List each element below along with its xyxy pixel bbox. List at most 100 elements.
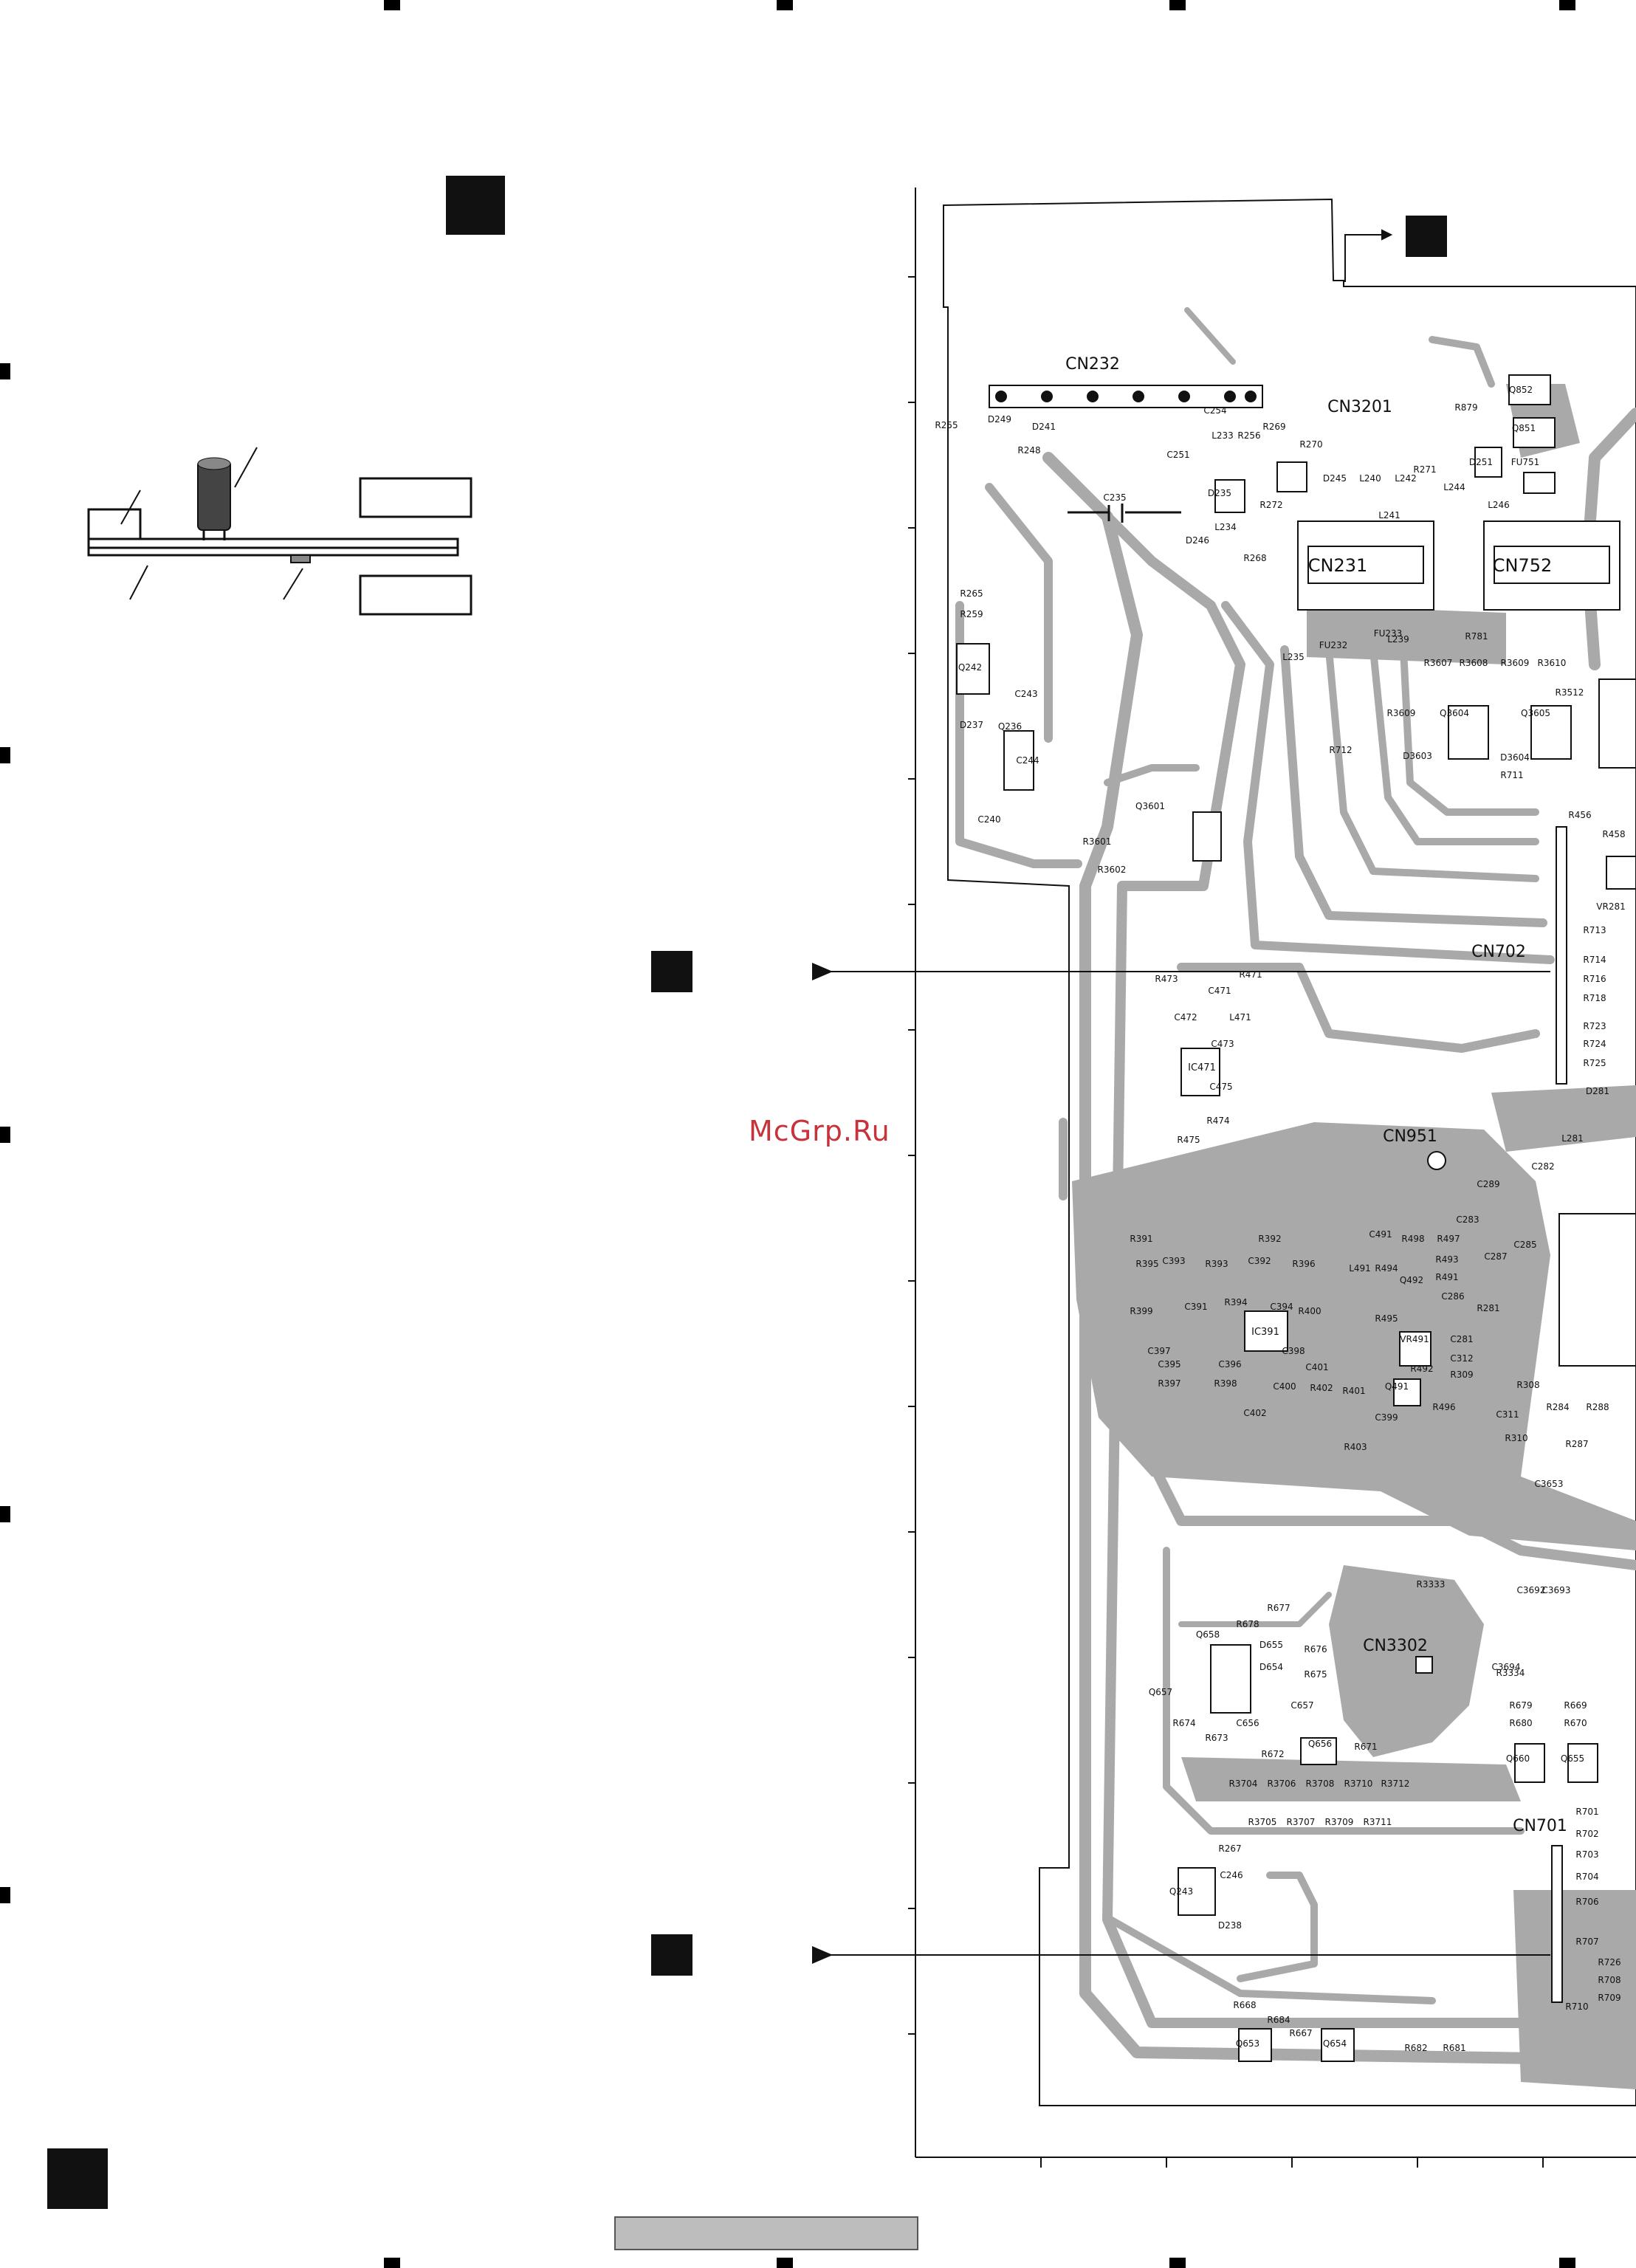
component-label: R272 (1259, 500, 1282, 510)
component-label: R702 (1575, 1829, 1598, 1839)
component-label: R403 (1344, 1442, 1367, 1452)
component-label: Q657 (1149, 1687, 1172, 1697)
component-label: C399 (1375, 1412, 1398, 1423)
component-label: C391 (1184, 1302, 1207, 1312)
watermark-text: McGrp.Ru (749, 1115, 890, 1147)
component-label: D655 (1259, 1640, 1283, 1650)
component-label: D238 (1218, 1920, 1242, 1931)
component-label: R494 (1375, 1263, 1398, 1274)
copper-planes (1072, 384, 1636, 2089)
component-label: C471 (1208, 986, 1231, 996)
component-label: Q654 (1323, 2038, 1347, 2049)
component-label: C286 (1441, 1291, 1464, 1302)
component-label: C251 (1166, 450, 1189, 460)
component-label: CN702 (1471, 943, 1526, 961)
component-label: R498 (1401, 1234, 1424, 1244)
component-label: C287 (1484, 1251, 1507, 1262)
component-label: CN231 (1308, 555, 1368, 576)
board-frame (915, 188, 1636, 2158)
component-label: R255 (935, 420, 958, 430)
component-label: R3706 (1268, 1779, 1296, 1789)
component-label: R724 (1583, 1039, 1606, 1049)
component-label: R667 (1289, 2028, 1312, 2038)
component-label: R672 (1261, 1749, 1284, 1759)
component-label: R497 (1437, 1234, 1460, 1244)
component-label: C3692 (1517, 1585, 1546, 1595)
index-block-low-left (651, 1934, 692, 1976)
component-label: IC391 (1251, 1327, 1279, 1338)
component-label: R701 (1575, 1807, 1598, 1817)
component-label: R674 (1172, 1718, 1195, 1728)
component-label: CN701 (1513, 1817, 1567, 1835)
component-label: R400 (1298, 1306, 1321, 1316)
component-label: VR281 (1596, 901, 1625, 912)
component-label: D237 (960, 720, 983, 730)
component-label: R718 (1583, 993, 1606, 1003)
component-label: R708 (1598, 1975, 1620, 1985)
component-label: C254 (1203, 405, 1226, 416)
component-label: R726 (1598, 1957, 1620, 1968)
component-label: C289 (1477, 1179, 1499, 1189)
component-label: C235 (1103, 492, 1126, 503)
component-label: R714 (1583, 955, 1606, 965)
component-label: D281 (1586, 1086, 1609, 1096)
component-label: R3609 (1387, 708, 1416, 718)
component-label: D245 (1323, 473, 1347, 484)
capacitor-c235 (1068, 504, 1181, 523)
component-label: R3602 (1098, 865, 1127, 875)
component-label: C398 (1282, 1346, 1305, 1356)
component-label: R395 (1135, 1259, 1158, 1269)
component-label: R268 (1243, 553, 1266, 563)
component-label: R3333 (1417, 1579, 1446, 1590)
component-label: L242 (1395, 473, 1417, 484)
component-label: Q243 (1169, 1886, 1193, 1897)
component-label: R259 (960, 609, 983, 619)
component-label: R723 (1583, 1021, 1606, 1031)
ruler-ticks (908, 276, 1544, 2168)
component-label: C282 (1531, 1161, 1554, 1172)
component-label: R396 (1292, 1259, 1315, 1269)
main-ic-chip (1558, 1213, 1636, 1367)
component-label: R474 (1206, 1116, 1229, 1126)
component-label: Q660 (1506, 1753, 1530, 1764)
component-label: C475 (1209, 1082, 1232, 1092)
component-label: D235 (1208, 488, 1231, 498)
components (956, 374, 1636, 2062)
index-block-top-left (446, 176, 505, 235)
component-label: C312 (1450, 1353, 1473, 1364)
component-label: L240 (1359, 473, 1381, 484)
component-label: C397 (1147, 1346, 1170, 1356)
component-label: R676 (1304, 1644, 1327, 1654)
component-label: R781 (1465, 631, 1488, 642)
component-label: CN3302 (1363, 1637, 1428, 1655)
component-label: R287 (1565, 1439, 1588, 1449)
component-label: CN951 (1383, 1127, 1437, 1146)
component-label: R402 (1310, 1383, 1333, 1393)
cn702-connector (1556, 826, 1567, 1085)
component-label: Q3605 (1521, 708, 1550, 718)
component-label: R678 (1236, 1619, 1259, 1629)
component-label: L235 (1282, 652, 1305, 662)
component-label: Q491 (1385, 1381, 1409, 1392)
component-label: C281 (1450, 1334, 1473, 1344)
component-label: L471 (1229, 1012, 1251, 1023)
component-label: R475 (1177, 1135, 1200, 1145)
component-label: Q492 (1400, 1275, 1423, 1285)
component-label: R398 (1214, 1378, 1237, 1389)
cn231-connector (1297, 520, 1434, 611)
component-label: R3334 (1496, 1668, 1525, 1678)
component-label: R671 (1354, 1742, 1377, 1752)
component-label: L233 (1211, 430, 1234, 441)
cn232-header (989, 385, 1263, 408)
component-label: D3603 (1403, 751, 1432, 761)
component-label: R673 (1205, 1733, 1228, 1743)
component-label: R248 (1017, 445, 1040, 456)
component-label: R668 (1233, 2000, 1256, 2010)
component-label: R3712 (1381, 1779, 1410, 1789)
component-label: R3512 (1556, 687, 1584, 698)
leader-arrows (812, 229, 1550, 1964)
footer-bar (614, 2216, 918, 2250)
component-label: R471 (1239, 969, 1262, 980)
component-label: C3653 (1535, 1479, 1564, 1489)
